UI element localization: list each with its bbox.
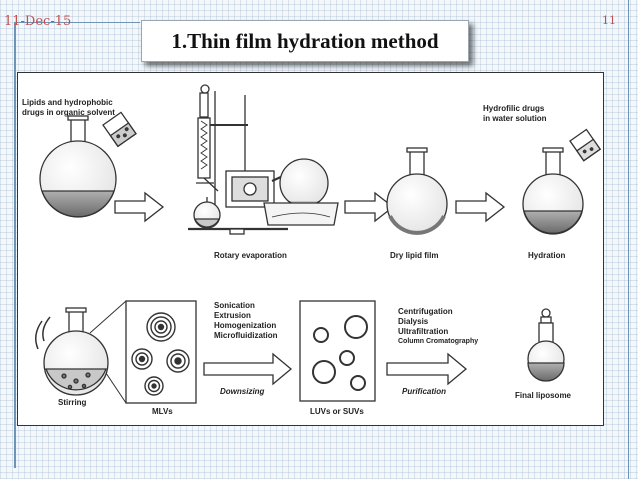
- stirring-label: Stirring: [58, 398, 87, 407]
- downsizing-methods-list: Sonication Extrusion Homogenization Micr…: [214, 301, 278, 340]
- purification-label: Purification: [402, 387, 447, 396]
- top-decor-line: [14, 22, 140, 23]
- right-decor-line: [628, 0, 629, 479]
- arrow-2-icon: [344, 191, 395, 223]
- dry-lipid-film-label: Dry lipid film: [390, 251, 439, 260]
- hydrophilic-beaker-icon: [569, 128, 602, 162]
- rotary-evaporation-label: Rotary evaporation: [214, 251, 287, 260]
- left-decor-line: [14, 22, 16, 468]
- stirring-flask-icon: [35, 307, 109, 396]
- slide-date: 11-Dec-15: [4, 14, 72, 29]
- mlv-vesicles-icon: [131, 312, 190, 396]
- arrow-4-icon: [203, 352, 293, 386]
- zoom-line-bottom: [105, 372, 127, 404]
- diagram-graphic: [35, 84, 602, 404]
- hydration-label: Hydration: [528, 251, 566, 260]
- downsizing-label: Downsizing: [220, 387, 265, 396]
- luv-vesicles-icon: [312, 315, 368, 391]
- final-liposome-label: Final liposome: [515, 391, 572, 400]
- slide-title: 1.Thin film hydration method: [141, 20, 469, 62]
- pouring-beaker-icon: [102, 111, 137, 148]
- arrow-5-icon: [386, 352, 468, 386]
- arrow-3-icon: [455, 191, 506, 223]
- mlv-box: [125, 300, 197, 404]
- flask-organic-solvent-icon: [39, 115, 117, 218]
- purification-methods-list: Centrifugation Dialysis Ultrafiltration …: [398, 307, 479, 345]
- hydration-flask-icon: [522, 147, 584, 235]
- final-liposome-vial-icon: [527, 308, 565, 382]
- dry-lipid-film-flask-icon: [386, 147, 448, 235]
- slide-page-number: 11: [602, 14, 616, 27]
- mlv-label: MLVs: [152, 407, 173, 416]
- luv-label: LUVs or SUVs: [310, 407, 364, 416]
- arrow-1-icon: [114, 191, 165, 223]
- zoom-line-top: [89, 300, 127, 334]
- rotary-evaporator-icon: [188, 84, 339, 235]
